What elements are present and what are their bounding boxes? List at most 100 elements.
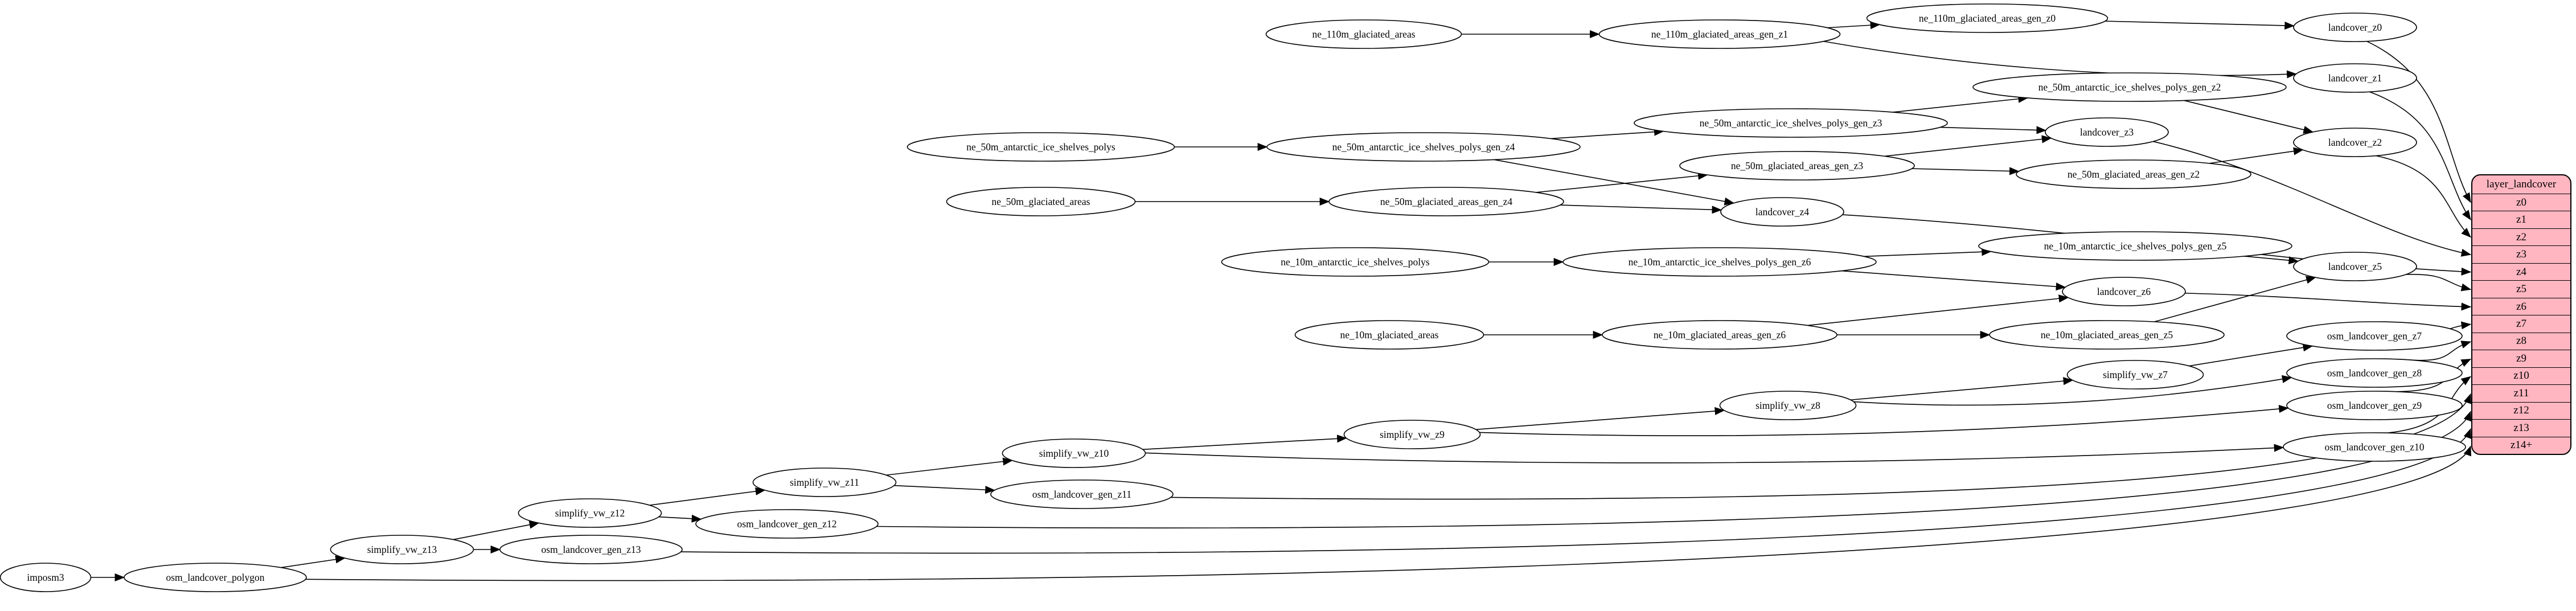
table-row-z13: z13 [2472, 420, 2570, 437]
node-ellipse-simplify_vw_z9 [1343, 420, 1481, 449]
edge-osm_landcover_gen_z13-to-z13 [680, 428, 2471, 554]
node-landcover_z0: landcover_z0 [2293, 13, 2417, 42]
node-landcover_z2: landcover_z2 [2293, 128, 2417, 157]
edge-simplify_vw_z7-to-osm_landcover_gen_z7 [2189, 343, 2314, 367]
edge-simplify_vw_z9-to-osm_landcover_gen_z9 [1479, 405, 2289, 437]
edge-ne_50m_antarctic_ice_shelves_polys_gen_z4-to-landcover_z4 [1494, 159, 1735, 206]
node-osm_landcover_polygon: osm_landcover_polygon [124, 563, 307, 592]
edge-ne_50m_glaciated_areas_gen_z4-to-ne_50m_glaciated_areas_gen_z3 [1536, 171, 1708, 193]
edge-simplify_vw_z11-to-simplify_vw_z10 [886, 457, 1013, 476]
node-ne_10m_antarctic_ice_shelves_polys: ne_10m_antarctic_ice_shelves_polys [1221, 247, 1490, 277]
node-label-osm_landcover_polygon: osm_landcover_polygon [166, 572, 264, 583]
node-label-ne_10m_antarctic_ice_shelves_polys_gen_z5: ne_10m_antarctic_ice_shelves_polys_gen_z… [2044, 240, 2227, 252]
node-osm_landcover_gen_z10: osm_landcover_gen_z10 [2283, 432, 2466, 462]
node-ne_50m_glaciated_areas_gen_z3: ne_50m_glaciated_areas_gen_z3 [1679, 151, 1915, 181]
edge-simplify_vw_z10-to-simplify_vw_z9 [1142, 434, 1347, 450]
node-landcover_z4: landcover_z4 [1720, 197, 1844, 227]
table-row-z8: z8 [2472, 333, 2570, 351]
node-ellipse-simplify_vw_z13 [330, 535, 474, 564]
node-label-osm_landcover_gen_z7: osm_landcover_gen_z7 [2327, 330, 2422, 342]
node-ellipse-ne_50m_antarctic_ice_shelves_polys_gen_z3 [1634, 108, 1948, 138]
node-ellipse-osm_landcover_gen_z12 [695, 509, 879, 539]
node-ne_10m_antarctic_ice_shelves_polys_gen_z6: ne_10m_antarctic_ice_shelves_polys_gen_z… [1562, 247, 1877, 277]
node-ellipse-ne_50m_antarctic_ice_shelves_polys_gen_z2 [1972, 72, 2287, 102]
node-ellipse-ne_10m_glaciated_areas_gen_z6 [1602, 320, 1837, 350]
table-row-z6: z6 [2472, 298, 2570, 316]
node-simplify_vw_z9: simplify_vw_z9 [1343, 420, 1481, 449]
table-row-z3: z3 [2472, 246, 2570, 264]
node-ne_10m_glaciated_areas: ne_10m_glaciated_areas [1294, 320, 1484, 350]
node-label-ne_50m_antarctic_ice_shelves_polys_gen_z4: ne_50m_antarctic_ice_shelves_polys_gen_z… [1332, 141, 1515, 153]
edge-ne_50m_glaciated_areas_gen_z3-to-ne_50m_glaciated_areas_gen_z2 [1912, 167, 2020, 175]
edge-simplify_vw_z13-to-simplify_vw_z12 [453, 520, 540, 540]
node-ellipse-ne_110m_glaciated_areas [1265, 19, 1462, 49]
node-label-ne_50m_glaciated_areas_gen_z3: ne_50m_glaciated_areas_gen_z3 [1731, 160, 1864, 171]
node-ne_10m_glaciated_areas_gen_z6: ne_10m_glaciated_areas_gen_z6 [1602, 320, 1837, 350]
node-ellipse-osm_landcover_gen_z8 [2286, 358, 2463, 388]
node-label-osm_landcover_gen_z10: osm_landcover_gen_z10 [2325, 441, 2425, 453]
node-ellipse-ne_10m_antarctic_ice_shelves_polys_gen_z6 [1562, 247, 1877, 277]
node-label-simplify_vw_z7: simplify_vw_z7 [2103, 369, 2168, 380]
edge-ne_10m_antarctic_ice_shelves_polys_gen_z5-to-landcover_z5 [2244, 256, 2299, 265]
node-simplify_vw_z7: simplify_vw_z7 [2066, 360, 2204, 389]
node-label-ne_10m_glaciated_areas: ne_10m_glaciated_areas [1340, 329, 1439, 341]
node-label-imposm3: imposm3 [27, 572, 64, 583]
node-simplify_vw_z13: simplify_vw_z13 [330, 535, 474, 564]
table-row-z5: z5 [2472, 281, 2570, 298]
table-header: layer_landcover [2472, 175, 2570, 194]
node-label-osm_landcover_gen_z12: osm_landcover_gen_z12 [737, 518, 837, 530]
node-osm_landcover_gen_z13: osm_landcover_gen_z13 [499, 535, 683, 564]
node-ellipse-ne_110m_glaciated_areas_gen_z1 [1598, 19, 1841, 49]
table-row-z1: z1 [2472, 211, 2570, 229]
table-row-z12: z12 [2472, 403, 2570, 420]
edge-simplify_vw_z12-to-osm_landcover_gen_z12 [658, 514, 702, 523]
node-osm_landcover_gen_z11: osm_landcover_gen_z11 [990, 479, 1174, 509]
node-landcover_z3: landcover_z3 [2045, 117, 2169, 147]
node-label-landcover_z4: landcover_z4 [1755, 206, 1810, 218]
edge-ne_50m_glaciated_areas_gen_z4-to-landcover_z4 [1560, 204, 1722, 214]
node-label-simplify_vw_z11: simplify_vw_z11 [790, 477, 859, 488]
edge-landcover_z2-to-z2 [2376, 155, 2471, 238]
node-ellipse-simplify_vw_z12 [518, 498, 662, 528]
node-ellipse-osm_landcover_gen_z10 [2283, 432, 2466, 462]
node-ellipse-ne_50m_glaciated_areas [946, 187, 1136, 216]
node-label-ne_10m_glaciated_areas_gen_z5: ne_10m_glaciated_areas_gen_z5 [2041, 329, 2173, 341]
node-ellipse-ne_10m_glaciated_areas [1294, 320, 1484, 350]
node-osm_landcover_gen_z7: osm_landcover_gen_z7 [2286, 321, 2463, 351]
node-ellipse-ne_50m_glaciated_areas_gen_z2 [2016, 159, 2251, 189]
node-osm_landcover_gen_z8: osm_landcover_gen_z8 [2286, 358, 2463, 388]
node-ne_10m_antarctic_ice_shelves_polys_gen_z5: ne_10m_antarctic_ice_shelves_polys_gen_z… [1978, 231, 2292, 261]
table-row-z4: z4 [2472, 264, 2570, 281]
node-label-simplify_vw_z9: simplify_vw_z9 [1380, 429, 1445, 440]
node-osm_landcover_gen_z9: osm_landcover_gen_z9 [2286, 391, 2463, 420]
node-label-landcover_z1: landcover_z1 [2328, 72, 2382, 84]
node-ne_110m_glaciated_areas_gen_z0: ne_110m_glaciated_areas_gen_z0 [1866, 3, 2109, 33]
table-row-z11: z11 [2472, 385, 2570, 403]
table-row-z0: z0 [2472, 194, 2570, 212]
node-ellipse-osm_landcover_gen_z7 [2286, 321, 2463, 351]
edge-landcover_z6-to-z6 [2185, 293, 2472, 311]
node-osm_landcover_gen_z12: osm_landcover_gen_z12 [695, 509, 879, 539]
edge-landcover_z0-to-z0 [2366, 40, 2471, 203]
node-label-ne_10m_antarctic_ice_shelves_polys: ne_10m_antarctic_ice_shelves_polys [1281, 256, 1430, 268]
table-row-z9: z9 [2472, 350, 2570, 368]
edge-ne_10m_glaciated_areas_gen_z6-to-landcover_z6 [1807, 294, 2069, 326]
node-ne_50m_antarctic_ice_shelves_polys_gen_z4: ne_50m_antarctic_ice_shelves_polys_gen_z… [1266, 132, 1581, 162]
node-label-ne_10m_antarctic_ice_shelves_polys_gen_z6: ne_10m_antarctic_ice_shelves_polys_gen_z… [1629, 256, 1811, 268]
edge-ne_10m_antarctic_ice_shelves_polys_gen_z6-to-ne_10m_antarctic_ice_shelves_polys_gen_z5 [1864, 248, 1992, 257]
edge-ne_50m_antarctic_ice_shelves_polys_gen_z2-to-landcover_z2 [2184, 100, 2314, 134]
edge-simplify_vw_z10-to-osm_landcover_gen_z10 [1145, 444, 2284, 464]
node-label-ne_50m_glaciated_areas_gen_z2: ne_50m_glaciated_areas_gen_z2 [2068, 169, 2200, 180]
node-ellipse-ne_50m_glaciated_areas_gen_z4 [1328, 187, 1564, 216]
node-landcover_z5: landcover_z5 [2293, 252, 2417, 281]
edge-ne_10m_glaciated_areas_gen_z5-to-landcover_z5 [2153, 276, 2316, 322]
node-ellipse-simplify_vw_z8 [1719, 391, 1857, 420]
node-label-landcover_z6: landcover_z6 [2097, 286, 2151, 297]
node-label-ne_110m_glaciated_areas_gen_z0: ne_110m_glaciated_areas_gen_z0 [1919, 13, 2056, 24]
node-ellipse-imposm3 [0, 563, 92, 592]
node-ellipse-landcover_z0 [2293, 13, 2417, 42]
node-ellipse-ne_10m_antarctic_ice_shelves_polys_gen_z5 [1978, 231, 2292, 261]
